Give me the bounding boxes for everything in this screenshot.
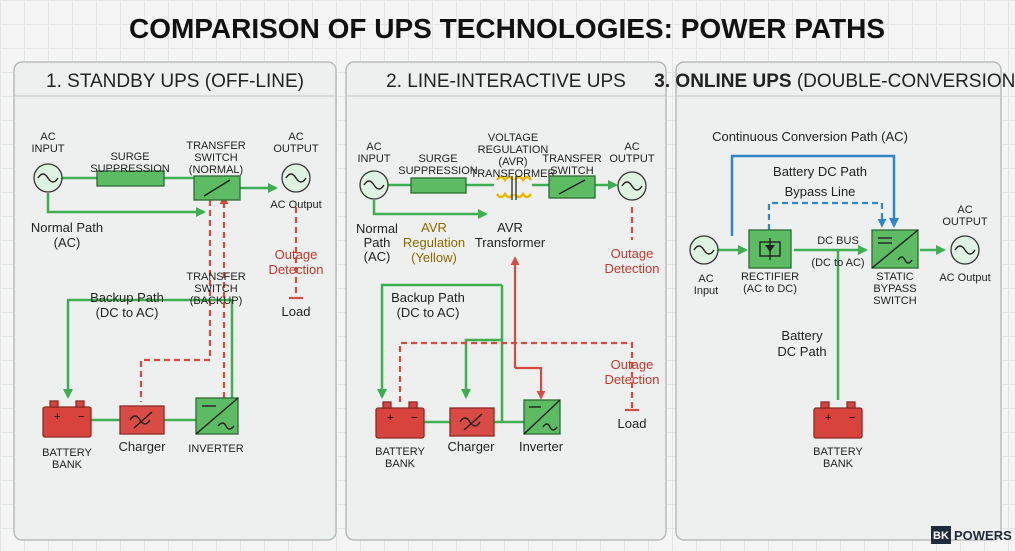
transfer-switch-icon bbox=[548, 175, 596, 199]
ac-source-icon bbox=[33, 163, 63, 193]
battery-icon: + − bbox=[375, 401, 425, 439]
static-bypass-switch-icon bbox=[871, 229, 919, 269]
surge-suppression-block bbox=[410, 177, 467, 194]
continuous-conversion-label: Continuous Conversion Path (AC) bbox=[712, 129, 908, 144]
panel2-title: 2. LINE-INTERACTIVE UPS bbox=[386, 71, 626, 92]
backup-path-label: Backup Path(DC to AC) bbox=[90, 290, 164, 320]
transfer-switch-icon bbox=[193, 175, 241, 201]
charger-icon bbox=[449, 407, 495, 437]
svg-text:+: + bbox=[387, 412, 393, 424]
panel1-title: 1. STANDBY UPS (OFF-LINE) bbox=[46, 71, 304, 92]
surge-suppression-block bbox=[96, 170, 165, 187]
dc-bus-label: DC BUS(DC to AC) bbox=[811, 235, 864, 269]
svg-text:+: + bbox=[825, 412, 831, 424]
inverter-label: Inverter bbox=[519, 439, 564, 454]
rectifier-label: RECTIFIER(AC to DC) bbox=[741, 271, 799, 295]
ac-output-icon bbox=[950, 235, 980, 265]
normal-path-label: Normal Path(AC) bbox=[31, 220, 103, 250]
rectifier-icon bbox=[748, 229, 792, 269]
load-label: Load bbox=[282, 304, 311, 319]
ac-source-icon bbox=[359, 170, 389, 200]
charger-icon bbox=[119, 405, 165, 435]
bypass-line-label: Bypass Line bbox=[785, 184, 856, 199]
ac-output-icon bbox=[617, 171, 647, 201]
panel1-wires bbox=[46, 176, 303, 422]
inverter-label: INVERTER bbox=[188, 443, 243, 455]
svg-text:BK: BK bbox=[933, 530, 949, 542]
svg-text:−: − bbox=[78, 411, 84, 423]
backup-path-label: Backup Path(DC to AC) bbox=[391, 290, 465, 320]
svg-text:+: + bbox=[54, 411, 60, 423]
ac-output-sublabel: AC Output bbox=[939, 272, 990, 284]
page-title: COMPARISON OF UPS TECHNOLOGIES: POWER PA… bbox=[129, 13, 885, 44]
ac-output-icon bbox=[281, 163, 311, 193]
svg-text:−: − bbox=[411, 412, 417, 424]
battery-dc-path-label: Battery DC Path bbox=[773, 164, 867, 179]
svg-text:POWERS: POWERS bbox=[954, 528, 1012, 543]
charger-label: Charger bbox=[448, 439, 496, 454]
charger-label: Charger bbox=[119, 439, 167, 454]
inverter-icon bbox=[523, 399, 561, 435]
ac-source-icon bbox=[689, 235, 719, 265]
bk-powers-logo: BK POWERS bbox=[931, 526, 1012, 544]
ac-output-sublabel: AC Output bbox=[270, 199, 321, 211]
panel2-wires bbox=[372, 180, 639, 424]
avr-transformer-icon bbox=[495, 175, 533, 200]
panel3-title: 3. ONLINE UPS (DOUBLE-CONVERSION) bbox=[654, 71, 1015, 92]
panel3-wires bbox=[718, 154, 946, 400]
battery-icon: + − bbox=[42, 400, 92, 438]
load-label: Load bbox=[618, 416, 647, 431]
battery-icon: + − bbox=[813, 401, 863, 439]
inverter-icon bbox=[195, 397, 239, 435]
svg-text:−: − bbox=[849, 412, 855, 424]
